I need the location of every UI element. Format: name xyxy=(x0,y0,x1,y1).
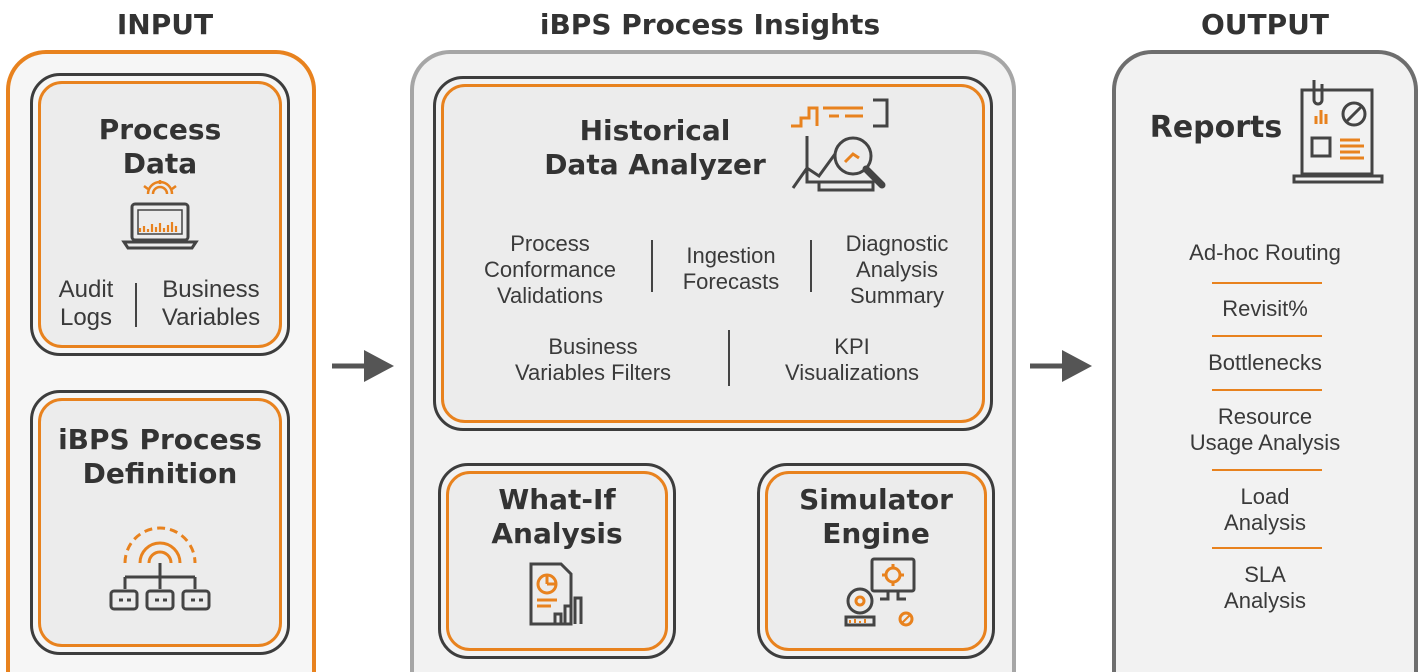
analytics-magnifier-icon xyxy=(791,98,889,192)
process-data-card xyxy=(30,73,290,356)
what-if-card xyxy=(438,463,676,659)
audit-divider xyxy=(135,283,137,327)
what-if-title: What-If Analysis xyxy=(491,483,623,551)
output-divider-4 xyxy=(1212,469,1322,471)
insights-to-output-arrow xyxy=(1030,350,1092,382)
output-panel xyxy=(1112,50,1418,672)
diagnostic-summary-label: Diagnostic Analysis Summary xyxy=(845,231,949,308)
audit-logs-label: Audit Logs xyxy=(58,276,114,332)
historical-analyzer-title: Historical Data Analyzer xyxy=(544,114,766,182)
analyzer-divider-1 xyxy=(651,240,653,292)
process-definition-card xyxy=(30,390,290,655)
business-variables-filters-label: Business Variables Filters xyxy=(514,334,672,385)
output-divider-2 xyxy=(1212,335,1322,337)
ingestion-forecasts-label: Ingestion Forecasts xyxy=(682,243,780,294)
analyzer-divider-2 xyxy=(810,240,812,292)
process-flow-gear-icon xyxy=(109,526,211,611)
output-item-resource-usage: Resource Usage Analysis xyxy=(1189,404,1341,455)
input-heading: INPUT xyxy=(116,8,214,41)
simulator-card xyxy=(757,463,995,659)
report-chart-icon xyxy=(529,562,583,626)
output-item-sla-analysis: SLA Analysis xyxy=(1224,562,1306,613)
output-item-revisit: Revisit% xyxy=(1222,296,1308,321)
reports-title: Reports xyxy=(1149,110,1283,145)
laptop-chart-icon xyxy=(121,180,199,250)
simulator-monitor-icon xyxy=(844,557,916,627)
analyzer-divider-3 xyxy=(728,330,730,386)
output-item-bottlenecks: Bottlenecks xyxy=(1208,350,1322,375)
process-conformance-label: Process Conformance Validations xyxy=(483,231,617,308)
output-item-adhoc-routing: Ad-hoc Routing xyxy=(1189,240,1341,265)
input-to-insights-arrow xyxy=(332,350,394,382)
output-item-load-analysis: Load Analysis xyxy=(1224,484,1306,535)
output-heading: OUTPUT xyxy=(1201,8,1329,41)
report-document-icon xyxy=(1292,80,1384,184)
output-divider-1 xyxy=(1212,282,1322,284)
historical-analyzer-card xyxy=(433,76,993,431)
insights-heading: iBPS Process Insights xyxy=(539,8,881,41)
kpi-visualizations-label: KPI Visualizations xyxy=(784,334,920,385)
output-divider-5 xyxy=(1212,547,1322,549)
simulator-title: Simulator Engine xyxy=(799,483,953,551)
output-divider-3 xyxy=(1212,389,1322,391)
process-data-title: Process Data xyxy=(98,113,222,181)
process-definition-title: iBPS Process Definition xyxy=(58,423,262,491)
business-variables-label: Business Variables xyxy=(161,276,261,332)
